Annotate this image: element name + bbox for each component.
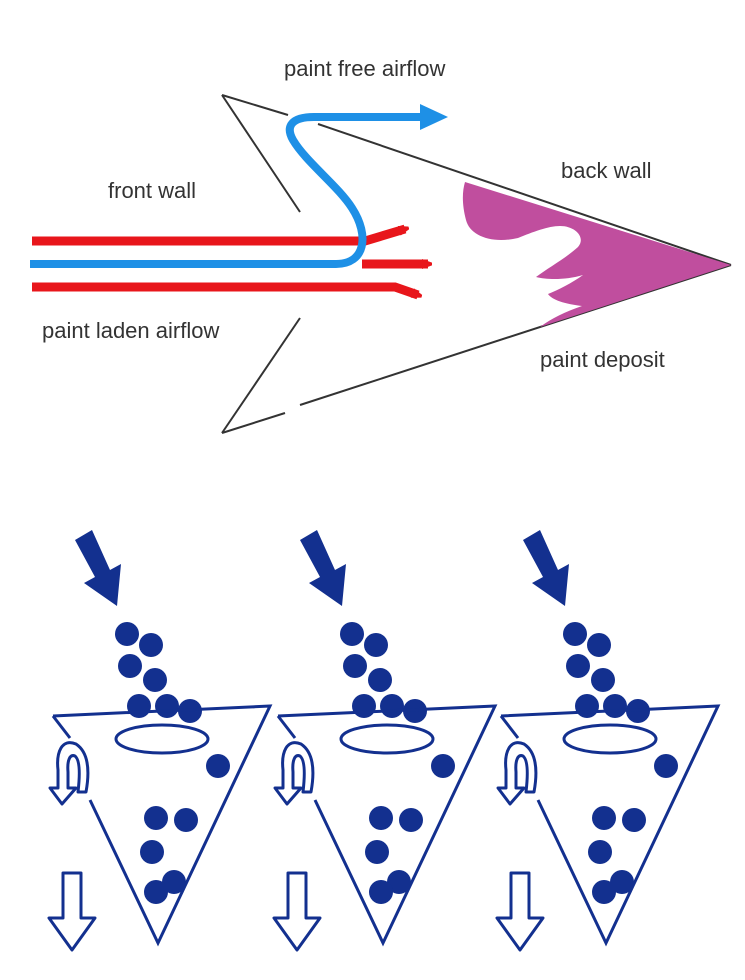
back-wall-upper-line — [317, 123, 732, 266]
front-wall-lower-line — [221, 317, 301, 434]
front-wall-upper-top-line — [221, 94, 289, 116]
laden-airflow-bottom-arrow — [32, 282, 418, 300]
filter-cell-cross-section — [30, 94, 732, 434]
filter-cell-1 — [47, 528, 272, 952]
filter-cell-3 — [495, 528, 720, 952]
back-wall-label: back wall — [561, 158, 652, 183]
laden-airflow-top-arrow — [32, 224, 405, 246]
clean-airflow-path — [30, 113, 420, 268]
paint-deposit-shape — [462, 182, 731, 327]
front-wall-lower-bottom-line — [221, 412, 286, 434]
back-wall-lower-line — [299, 264, 732, 406]
paint-laden-airflow-label: paint laden airflow — [42, 318, 220, 343]
paint-deposit-label: paint deposit — [540, 347, 665, 372]
filter-cells-row — [47, 528, 720, 952]
clean-airflow-arrowhead — [420, 104, 448, 130]
paint-free-airflow-label: paint free airflow — [284, 56, 446, 81]
filter-cell-2 — [272, 528, 497, 952]
front-wall-upper-line — [221, 94, 301, 213]
front-wall-label: front wall — [108, 178, 197, 203]
